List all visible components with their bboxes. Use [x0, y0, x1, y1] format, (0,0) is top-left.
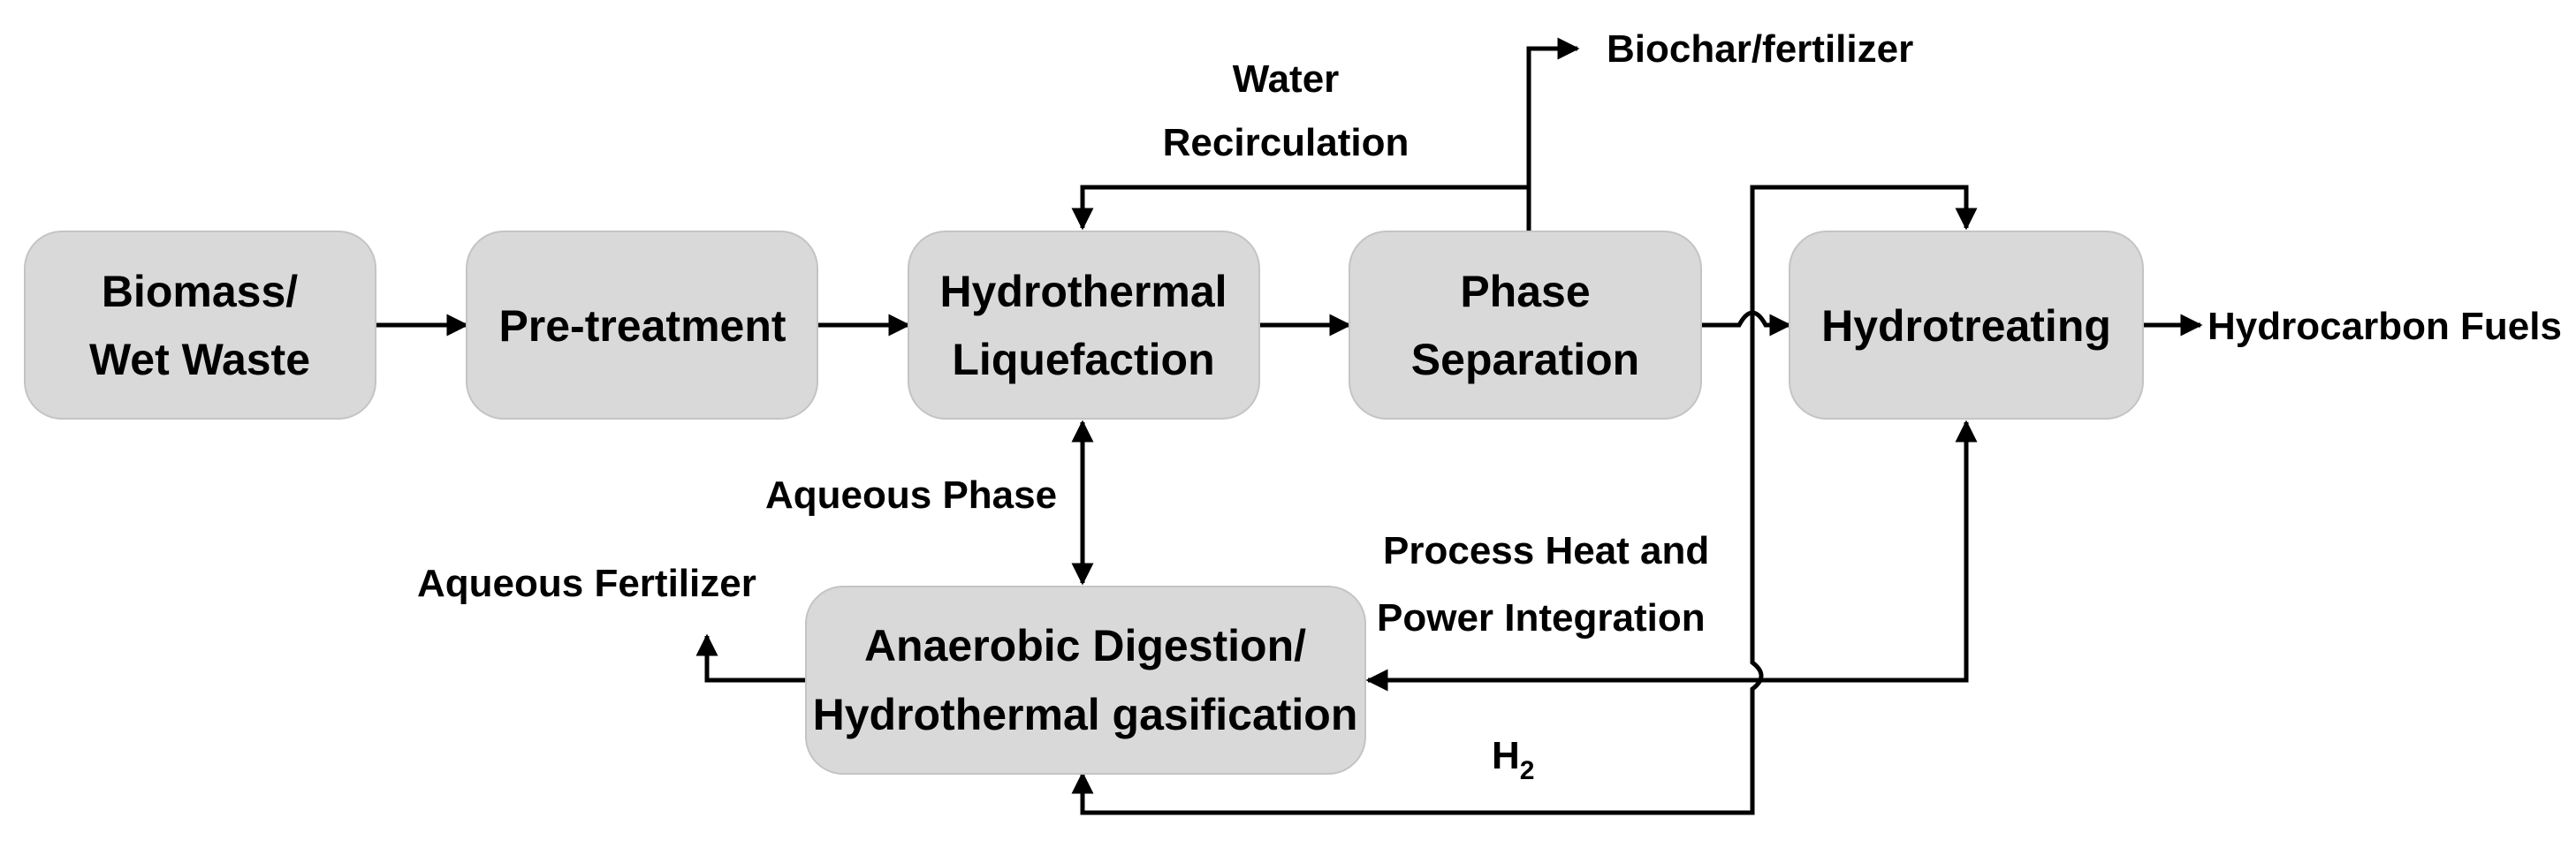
- edge-water-recirculation: [1071, 185, 1531, 231]
- node-pretreatment: Pre-treatment: [466, 231, 818, 420]
- label-aqueous-phase: Aqueous Phase: [765, 473, 1057, 517]
- node-biomass-line1: Biomass/: [102, 267, 298, 316]
- node-pretreatment-line1: Pre-treatment: [498, 301, 786, 351]
- node-phase-separation-line1: Phase: [1460, 267, 1590, 316]
- node-htl: Hydrothermal Liquefaction: [908, 231, 1260, 420]
- label-aqueous-fertilizer: Aqueous Fertilizer: [417, 562, 756, 605]
- node-phase-separation-line2: Separation: [1411, 335, 1639, 384]
- label-h2-subscript: 2: [1520, 756, 1535, 785]
- label-hydrocarbon-fuels: Hydrocarbon Fuels: [2207, 305, 2562, 348]
- edge-process-heat: [1365, 420, 1978, 692]
- node-anaerobic: Anaerobic Digestion/ Hydrothermal gasifi…: [805, 586, 1366, 775]
- label-process-heat-line1: Process Heat and: [1383, 529, 1709, 572]
- label-h2-main: H: [1492, 734, 1520, 777]
- node-phase-separation: Phase Separation: [1349, 231, 1702, 420]
- node-htl-line2: Liquefaction: [952, 335, 1214, 384]
- edge-biochar: [1526, 37, 1580, 187]
- node-anaerobic-line1: Anaerobic Digestion/: [864, 621, 1306, 670]
- node-biomass: Biomass/ Wet Waste: [24, 231, 376, 420]
- node-biomass-line2: Wet Waste: [89, 335, 310, 384]
- node-hydrotreating: Hydrotreating: [1789, 231, 2144, 420]
- edge-aqueous-fertilizer: [695, 633, 806, 683]
- label-biochar: Biochar/fertilizer: [1607, 27, 1913, 71]
- node-htl-line1: Hydrothermal: [939, 267, 1227, 316]
- edges: [376, 37, 2203, 815]
- label-process-heat-line2: Power Integration: [1377, 596, 1706, 640]
- node-hydrotreating-line1: Hydrotreating: [1821, 301, 2111, 351]
- labels: Water Recirculation Biochar/fertilizer H…: [417, 27, 2562, 785]
- label-water-recirculation-line1: Water: [1233, 57, 1340, 101]
- label-water-recirculation-line2: Recirculation: [1163, 121, 1410, 164]
- label-h2: H2: [1492, 734, 1534, 785]
- edge-phase-separation-to-hydrotreating: [1701, 310, 1792, 337]
- node-anaerobic-line2: Hydrothermal gasification: [813, 690, 1358, 739]
